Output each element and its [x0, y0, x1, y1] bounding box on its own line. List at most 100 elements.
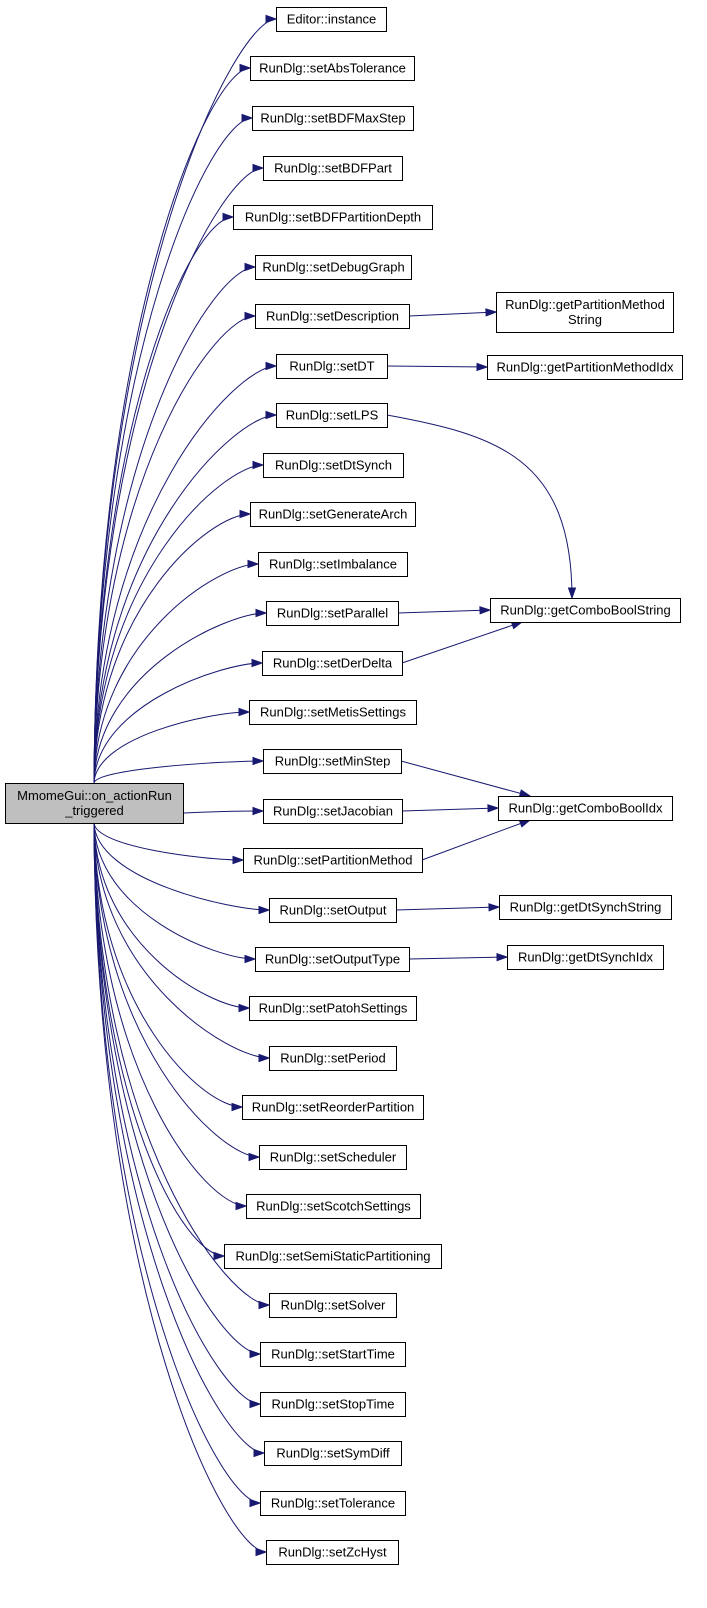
node-n_reorder[interactable]: RunDlg::setReorderPartition: [242, 1095, 424, 1120]
node-box: [260, 1392, 406, 1417]
node-n_genarch[interactable]: RunDlg::setGenerateArch: [250, 502, 416, 527]
edge-arrowhead: [252, 460, 265, 470]
node-n_getdtidx[interactable]: RunDlg::getDtSynchIdx: [507, 945, 664, 970]
edge-line: [421, 819, 531, 861]
node-n_imbal[interactable]: RunDlg::setImbalance: [258, 552, 408, 577]
edge-root-to-n_zchyst: [93, 822, 268, 1557]
edge-root-to-n_partmethod: [93, 822, 245, 865]
node-n_sched[interactable]: RunDlg::setScheduler: [259, 1145, 407, 1170]
node-box: [263, 156, 403, 181]
node-n_getcbidx[interactable]: RunDlg::getComboBoolIdx: [498, 796, 673, 821]
node-label: RunDlg::setDT: [289, 359, 374, 374]
node-root[interactable]: MmomeGui::on_actionRun_triggered: [5, 783, 184, 824]
node-box: [507, 945, 664, 970]
node-label: RunDlg::getDtSynchString: [510, 900, 662, 915]
edge-n_dt-to-n_getpmidx: [386, 362, 489, 372]
edge-arrowhead: [255, 608, 268, 618]
edge-arrowhead: [265, 410, 278, 420]
node-n_metis[interactable]: RunDlg::setMetisSettings: [249, 700, 417, 725]
node-box: [490, 598, 681, 623]
edge-root-to-n_minstep: [93, 756, 265, 784]
node-n_partmethod[interactable]: RunDlg::setPartitionMethod: [243, 848, 423, 873]
edge-line: [93, 117, 253, 784]
node-n_getpmidx[interactable]: RunDlg::getPartitionMethodIdx: [487, 355, 683, 380]
edge-line: [93, 711, 250, 784]
edge-n_output-to-n_getdtstr: [395, 903, 501, 912]
node-n_tol[interactable]: RunDlg::setTolerance: [260, 1491, 406, 1516]
edge-root-to-n_period: [93, 822, 271, 1063]
node-n_jacobian[interactable]: RunDlg::setJacobian: [263, 799, 403, 824]
node-n_lps[interactable]: RunDlg::setLPS: [276, 403, 388, 428]
edge-arrowhead: [238, 1003, 251, 1013]
edge-line: [408, 956, 508, 960]
node-n_getdtstr[interactable]: RunDlg::getDtSynchString: [499, 895, 672, 920]
edge-arrowhead: [241, 113, 254, 123]
node-n_zchyst[interactable]: RunDlg::setZcHyst: [266, 1540, 399, 1565]
node-label: MmomeGui::on_actionRun: [17, 788, 172, 803]
node-n_period[interactable]: RunDlg::setPeriod: [269, 1046, 397, 1071]
edge-root-to-n_scotch: [93, 822, 248, 1211]
node-n_derdelta[interactable]: RunDlg::setDerDelta: [262, 651, 403, 676]
edge-root-to-n_lps: [93, 410, 278, 784]
edge-arrowhead: [248, 1152, 261, 1162]
edge-root-to-n_sched: [93, 822, 261, 1162]
edge-arrowhead: [258, 905, 271, 915]
node-label: RunDlg::setGenerateArch: [259, 507, 408, 522]
node-n_debug[interactable]: RunDlg::setDebugGraph: [255, 255, 412, 280]
node-box: [260, 1491, 406, 1516]
node-layer: MmomeGui::on_actionRun_triggered Editor::…: [5, 7, 683, 1565]
node-n_output[interactable]: RunDlg::setOutput: [269, 898, 397, 923]
edge-root-to-n_instance: [93, 14, 278, 784]
node-label: RunDlg::setParallel: [277, 606, 388, 621]
edge-root-to-n_bdfpart: [93, 163, 265, 784]
node-box: [249, 700, 417, 725]
edge-line: [93, 662, 263, 784]
edge-arrowhead: [244, 311, 257, 321]
node-n_desc[interactable]: RunDlg::setDescription: [255, 304, 410, 329]
edge-line: [408, 311, 497, 317]
edge-line: [93, 822, 225, 1257]
node-n_outtype[interactable]: RunDlg::setOutputType: [255, 947, 410, 972]
edge-arrowhead: [252, 806, 265, 816]
node-n_abstol[interactable]: RunDlg::setAbsTolerance: [250, 56, 415, 81]
node-label: RunDlg::setJacobian: [273, 804, 393, 819]
node-n_minstep[interactable]: RunDlg::setMinStep: [263, 749, 402, 774]
node-label: RunDlg::setOutput: [280, 903, 387, 918]
node-n_symdiff[interactable]: RunDlg::setSymDiff: [264, 1441, 402, 1466]
edge-root-to-n_parallel: [93, 608, 268, 784]
edge-line: [93, 822, 265, 1454]
node-label: RunDlg::getComboBoolIdx: [509, 801, 663, 816]
node-label: RunDlg::getComboBoolString: [500, 603, 671, 618]
edge-root-to-n_dtsynch: [93, 460, 265, 784]
node-n_parallel[interactable]: RunDlg::setParallel: [266, 601, 399, 626]
node-box: [263, 799, 403, 824]
edge-n_lps-to-n_getcbstr: [386, 414, 577, 600]
node-box: [252, 106, 414, 131]
node-label: RunDlg::setDebugGraph: [262, 260, 404, 275]
node-n_bdfpart[interactable]: RunDlg::setBDFPart: [263, 156, 403, 181]
edge-line: [93, 563, 259, 784]
edge-n_outtype-to-n_getdtidx: [408, 953, 509, 962]
node-n_patoh[interactable]: RunDlg::setPatohSettings: [249, 996, 417, 1021]
node-n_dtsynch[interactable]: RunDlg::setDtSynch: [263, 453, 404, 478]
node-n_start[interactable]: RunDlg::setStartTime: [260, 1342, 406, 1367]
node-label: RunDlg::setImbalance: [269, 557, 397, 572]
edge-line: [93, 822, 270, 1306]
node-box: [498, 796, 673, 821]
node-n_scotch[interactable]: RunDlg::setScotchSettings: [246, 1194, 421, 1219]
node-n_solver[interactable]: RunDlg::setSolver: [269, 1293, 397, 1318]
node-n_bdfdepth[interactable]: RunDlg::setBDFPartitionDepth: [233, 205, 433, 230]
node-n_bdfmax[interactable]: RunDlg::setBDFMaxStep: [252, 106, 414, 131]
edge-line: [93, 822, 244, 861]
edge-arrowhead: [244, 262, 257, 272]
edge-root-to-n_symdiff: [93, 822, 266, 1458]
node-n_stop[interactable]: RunDlg::setStopTime: [260, 1392, 406, 1417]
node-n_instance[interactable]: Editor::instance: [276, 7, 387, 32]
node-label: RunDlg::setMinStep: [275, 754, 391, 769]
node-n_getcbstr[interactable]: RunDlg::getComboBoolString: [490, 598, 681, 623]
node-n_semistatic[interactable]: RunDlg::setSemiStaticPartitioning: [224, 1244, 442, 1269]
node-n_dt[interactable]: RunDlg::setDT: [276, 354, 388, 379]
edge-root-to-n_imbal: [93, 559, 260, 784]
edge-line: [93, 822, 270, 911]
